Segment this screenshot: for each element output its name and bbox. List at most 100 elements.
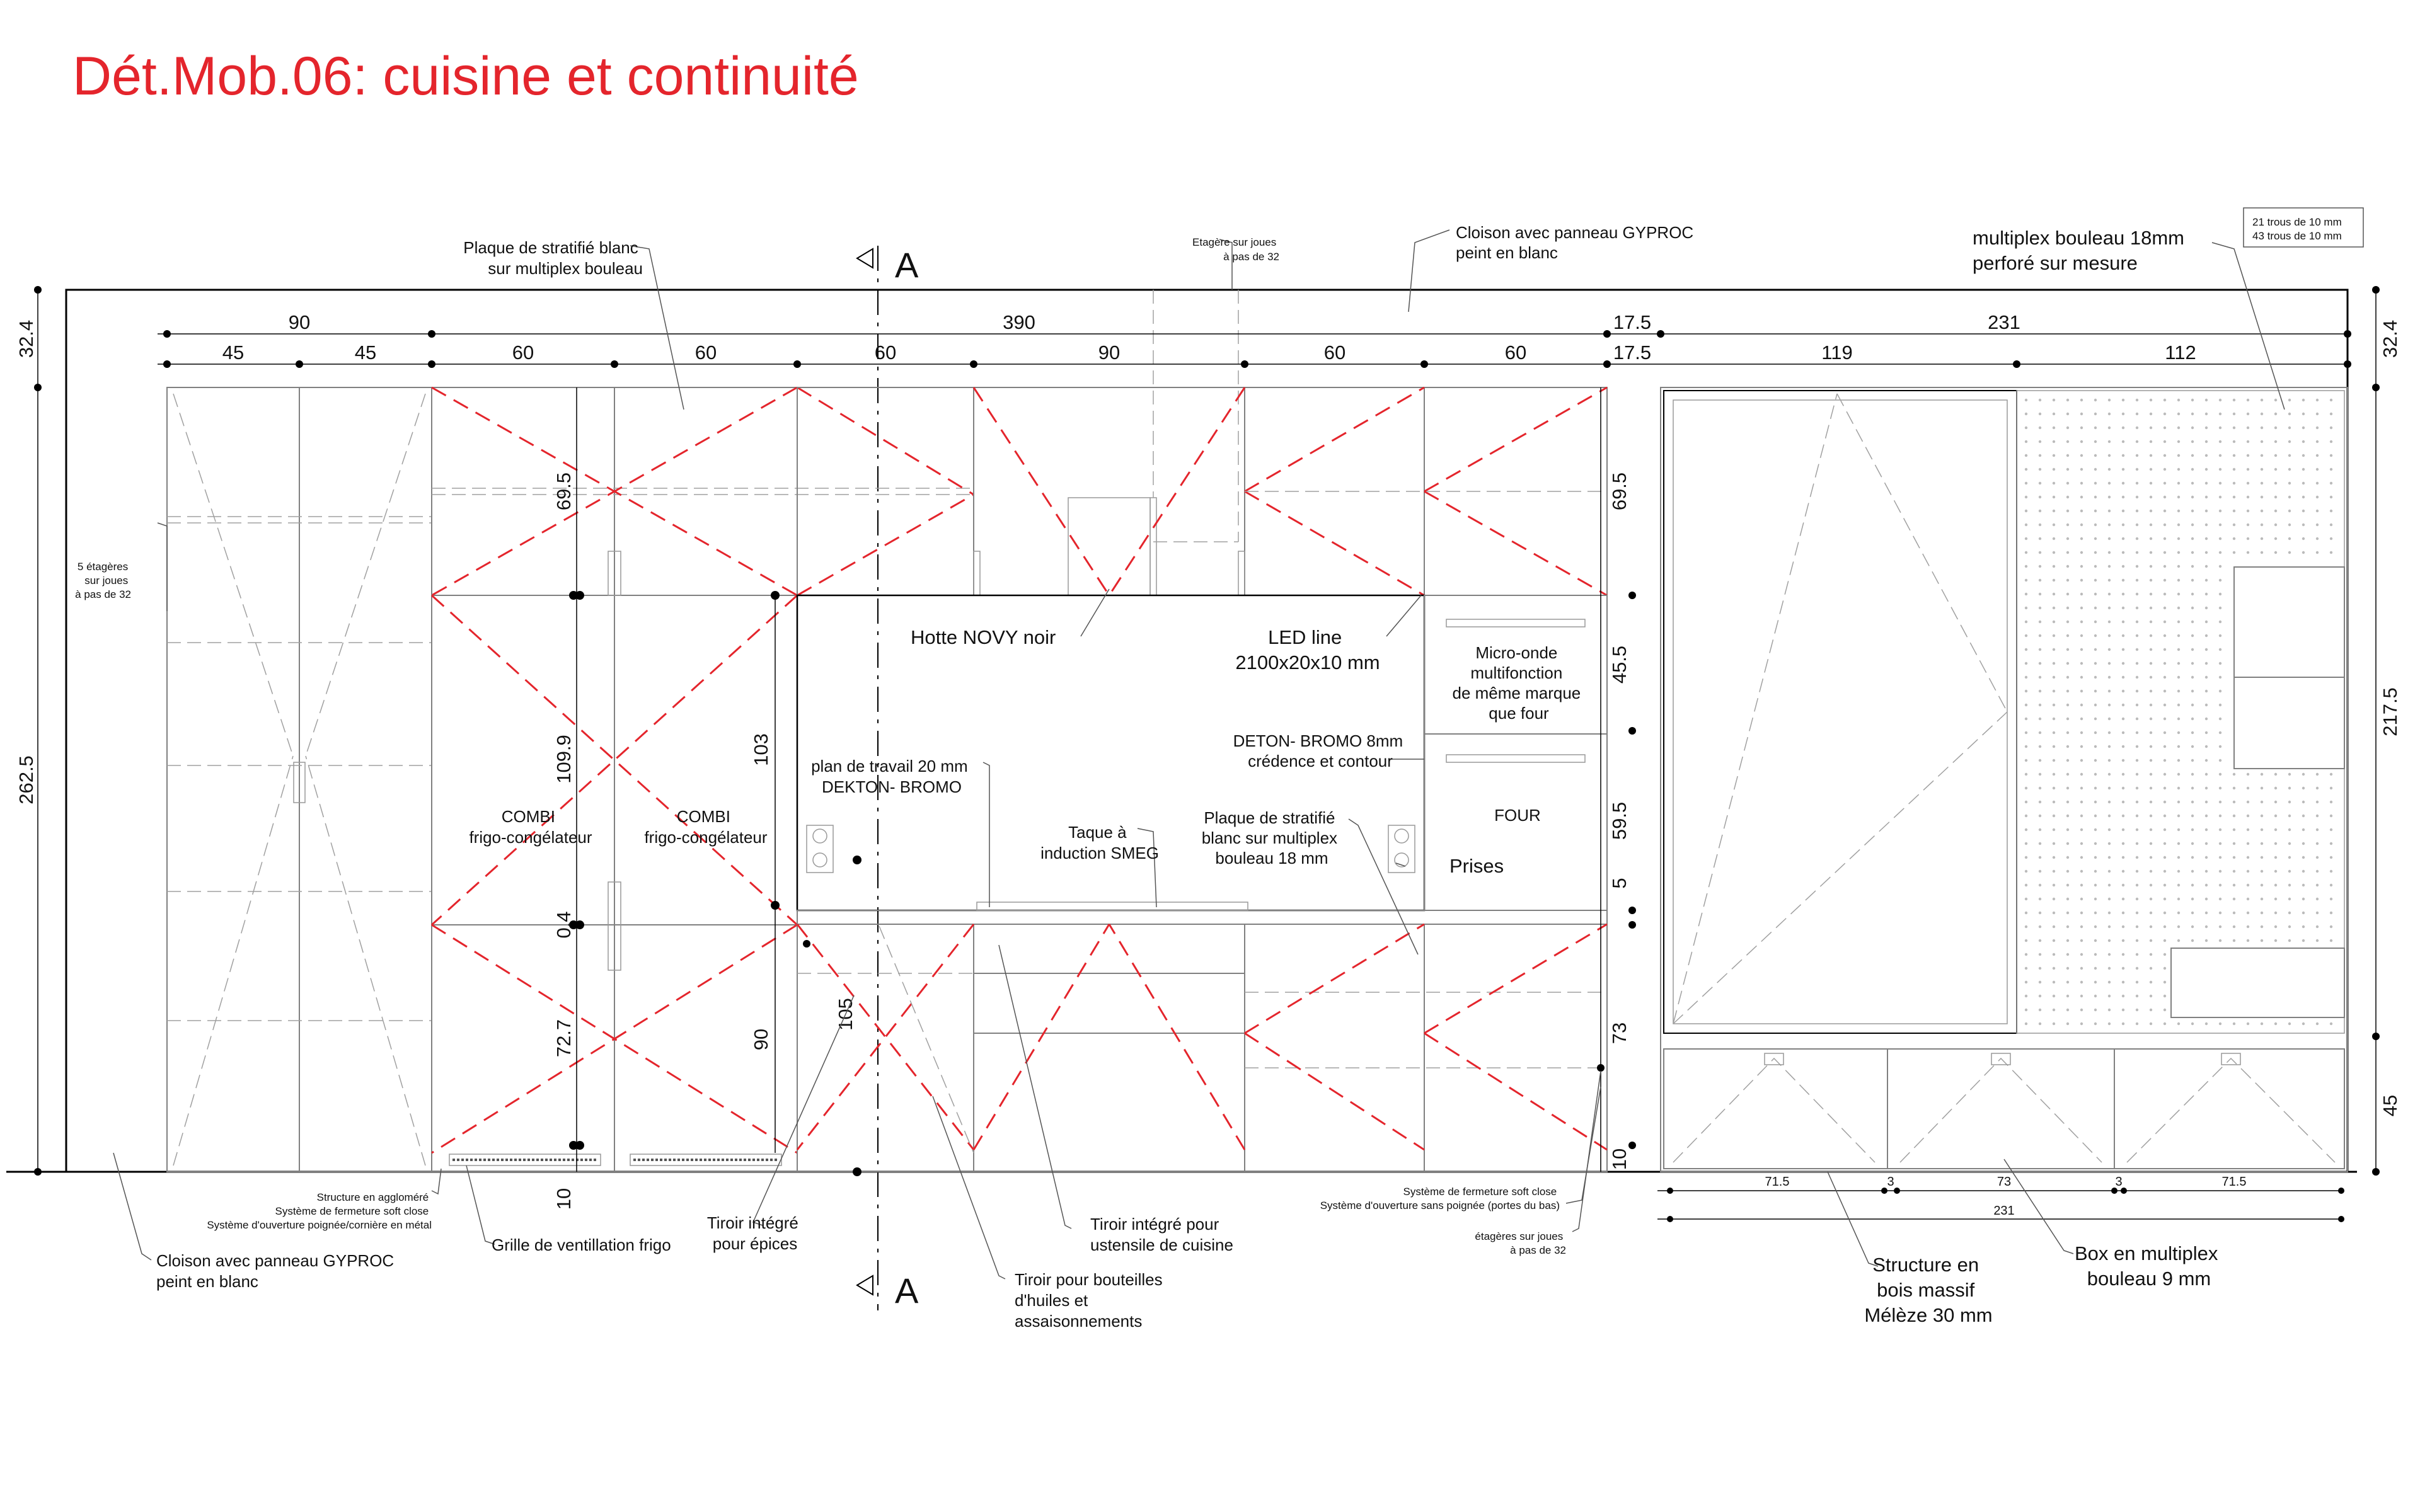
perforation-hole: [2288, 426, 2291, 430]
perforation-hole: [2260, 454, 2264, 457]
perforation-hole: [2080, 592, 2083, 596]
perforation-hole: [2163, 980, 2167, 984]
perforation-hole: [2232, 509, 2236, 513]
perforation-hole: [2288, 412, 2291, 416]
perforation-hole: [2135, 800, 2139, 804]
perforation-hole: [2274, 454, 2278, 457]
perforation-hole: [2329, 495, 2333, 499]
perforation-hole: [2080, 772, 2083, 776]
perforation-hole: [2052, 856, 2056, 859]
perforation-hole: [2163, 634, 2167, 638]
perforation-hole: [2274, 398, 2278, 402]
perforation-hole: [2315, 814, 2319, 818]
perforation-hole: [2038, 675, 2042, 679]
perforation-hole: [2302, 925, 2305, 929]
perforation-hole: [2204, 398, 2208, 402]
perforation-hole: [2232, 842, 2236, 845]
perforation-hole: [2288, 454, 2291, 457]
perforation-hole: [2274, 440, 2278, 444]
perforation-hole: [2163, 675, 2167, 679]
drawing-title: Dét.Mob.06: cuisine et continuité: [72, 46, 859, 106]
perforation-hole: [2302, 481, 2305, 485]
perforation-hole: [2163, 523, 2167, 527]
perforation-hole: [2135, 689, 2139, 693]
perforation-hole: [2232, 412, 2236, 416]
perforation-hole: [2066, 1022, 2070, 1026]
perforation-hole: [2191, 856, 2194, 859]
perforation-hole: [2149, 703, 2153, 707]
perforation-hole: [2080, 398, 2083, 402]
perforation-hole: [2066, 495, 2070, 499]
perforation-hole: [2149, 772, 2153, 776]
perforation-hole: [2329, 551, 2333, 554]
perforation-hole: [2204, 564, 2208, 568]
perforation-hole: [2288, 1022, 2291, 1026]
perforation-hole: [2052, 842, 2056, 845]
perforation-hole: [2204, 869, 2208, 873]
perforation-hole: [2149, 426, 2153, 430]
perforation-hole: [2024, 689, 2028, 693]
perforation-hole: [2302, 454, 2305, 457]
dim-int-5: 90: [750, 1029, 772, 1050]
perforation-hole: [2052, 980, 2056, 984]
perforation-hole: [2080, 467, 2083, 471]
perforation-hole: [2052, 606, 2056, 610]
perforation-hole: [2121, 717, 2125, 721]
perforation-hole: [2121, 786, 2125, 790]
perforation-hole: [2121, 800, 2125, 804]
perforation-hole: [2232, 772, 2236, 776]
perforation-hole: [2135, 786, 2139, 790]
dim-top-2: 17.5: [1613, 311, 1651, 333]
perforation-hole: [2191, 648, 2194, 651]
perforation-hole: [2191, 869, 2194, 873]
perforation-hole: [2121, 994, 2125, 998]
perforation-hole: [2260, 800, 2264, 804]
perforation-hole: [2329, 786, 2333, 790]
perforation-hole: [2038, 662, 2042, 665]
dim-br-5: 231: [1993, 1204, 2014, 1218]
perforation-hole: [2094, 745, 2097, 748]
perforation-hole: [2191, 745, 2194, 748]
perforation-hole: [2107, 731, 2111, 735]
perforation-hole: [2218, 786, 2222, 790]
perforation-hole: [2260, 828, 2264, 832]
perforation-hole: [2163, 578, 2167, 582]
perforation-hole: [2038, 759, 2042, 762]
perforation-hole: [2218, 523, 2222, 527]
perforation-hole: [2066, 634, 2070, 638]
perforation-hole: [2094, 426, 2097, 430]
perforation-hole: [2080, 454, 2083, 457]
perforation-hole: [2066, 537, 2070, 541]
perforation-hole: [2177, 454, 2181, 457]
perforation-hole: [2232, 426, 2236, 430]
perforation-hole: [2094, 856, 2097, 859]
perforation-hole: [2177, 925, 2181, 929]
perforation-hole: [2274, 412, 2278, 416]
perforation-hole: [2038, 966, 2042, 970]
perforation-hole: [2135, 1022, 2139, 1026]
perforation-hole: [2204, 842, 2208, 845]
perforation-hole: [2121, 578, 2125, 582]
perforation-hole: [2204, 828, 2208, 832]
perforation-hole: [2191, 772, 2194, 776]
perforation-hole: [2177, 564, 2181, 568]
perforation-hole: [2204, 703, 2208, 707]
perforation-hole: [2121, 509, 2125, 513]
perforation-hole: [2107, 495, 2111, 499]
perforation-hole: [2107, 592, 2111, 596]
perforation-hole: [2094, 814, 2097, 818]
perforation-hole: [2163, 426, 2167, 430]
perforation-hole: [2204, 883, 2208, 887]
perforation-hole: [2260, 551, 2264, 554]
perforation-hole: [2066, 620, 2070, 624]
perforation-hole: [2246, 537, 2250, 541]
perforation-hole: [2288, 842, 2291, 845]
perforation-hole: [2107, 897, 2111, 901]
perforation-hole: [2066, 509, 2070, 513]
perforation-hole: [2329, 897, 2333, 901]
dim-int-10: 5: [1608, 878, 1630, 888]
perforation-hole: [2302, 551, 2305, 554]
perforation-hole: [2107, 634, 2111, 638]
perforation-hole: [2024, 994, 2028, 998]
perforation-hole: [2329, 454, 2333, 457]
